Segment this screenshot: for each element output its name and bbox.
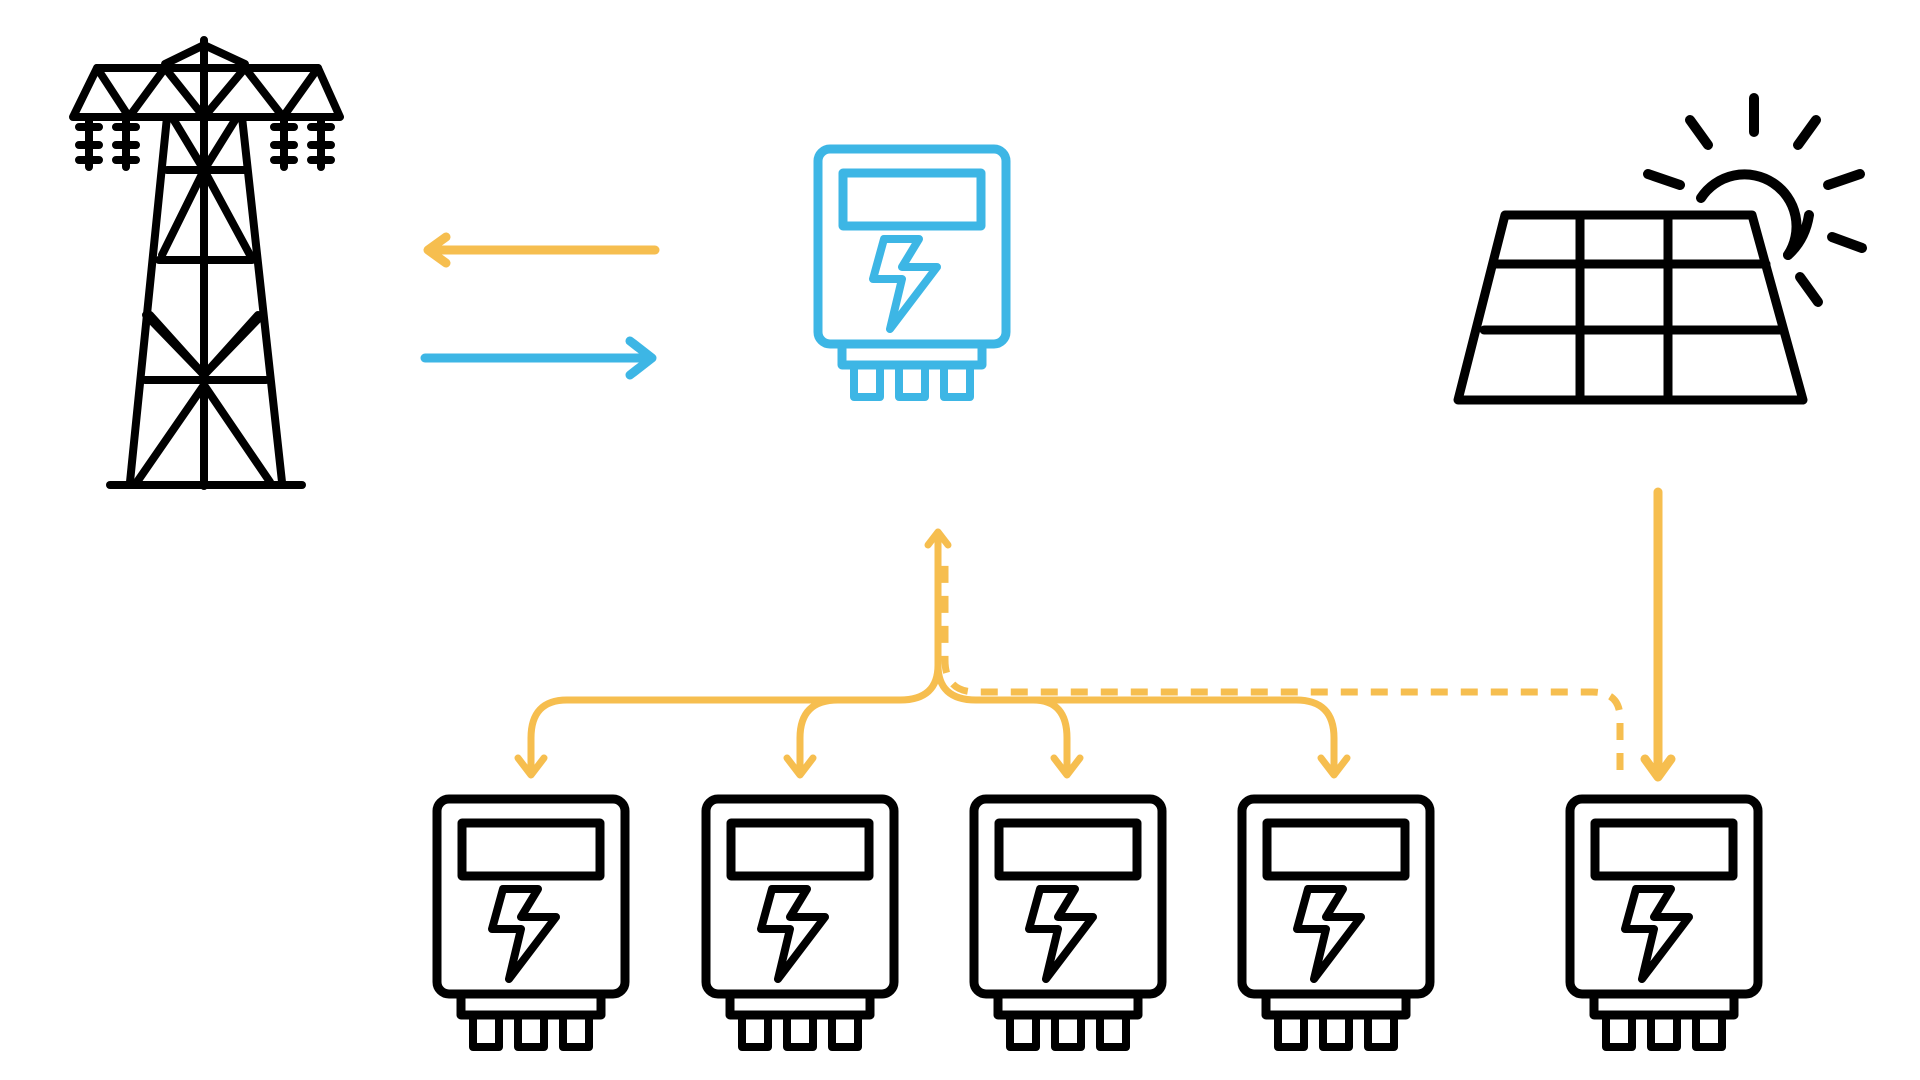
import-from-grid-arrow — [420, 336, 657, 380]
meter-2-icon — [706, 799, 894, 1047]
main-meter-icon — [818, 149, 1006, 397]
solar-panel-icon — [1453, 210, 1808, 405]
meter-5-to-main-dashed-line — [941, 560, 1624, 770]
meter-5-icon — [1570, 799, 1758, 1047]
meter-4-icon — [1242, 799, 1430, 1047]
meter-1-icon — [437, 799, 625, 1047]
distribution-lines — [514, 528, 1351, 779]
meter-3-icon — [974, 799, 1162, 1047]
solar-to-meter-5-arrow — [1640, 487, 1676, 782]
transmission-tower-icon — [69, 36, 344, 490]
export-to-grid-arrow — [423, 232, 660, 268]
sun-icon — [1643, 93, 1867, 307]
